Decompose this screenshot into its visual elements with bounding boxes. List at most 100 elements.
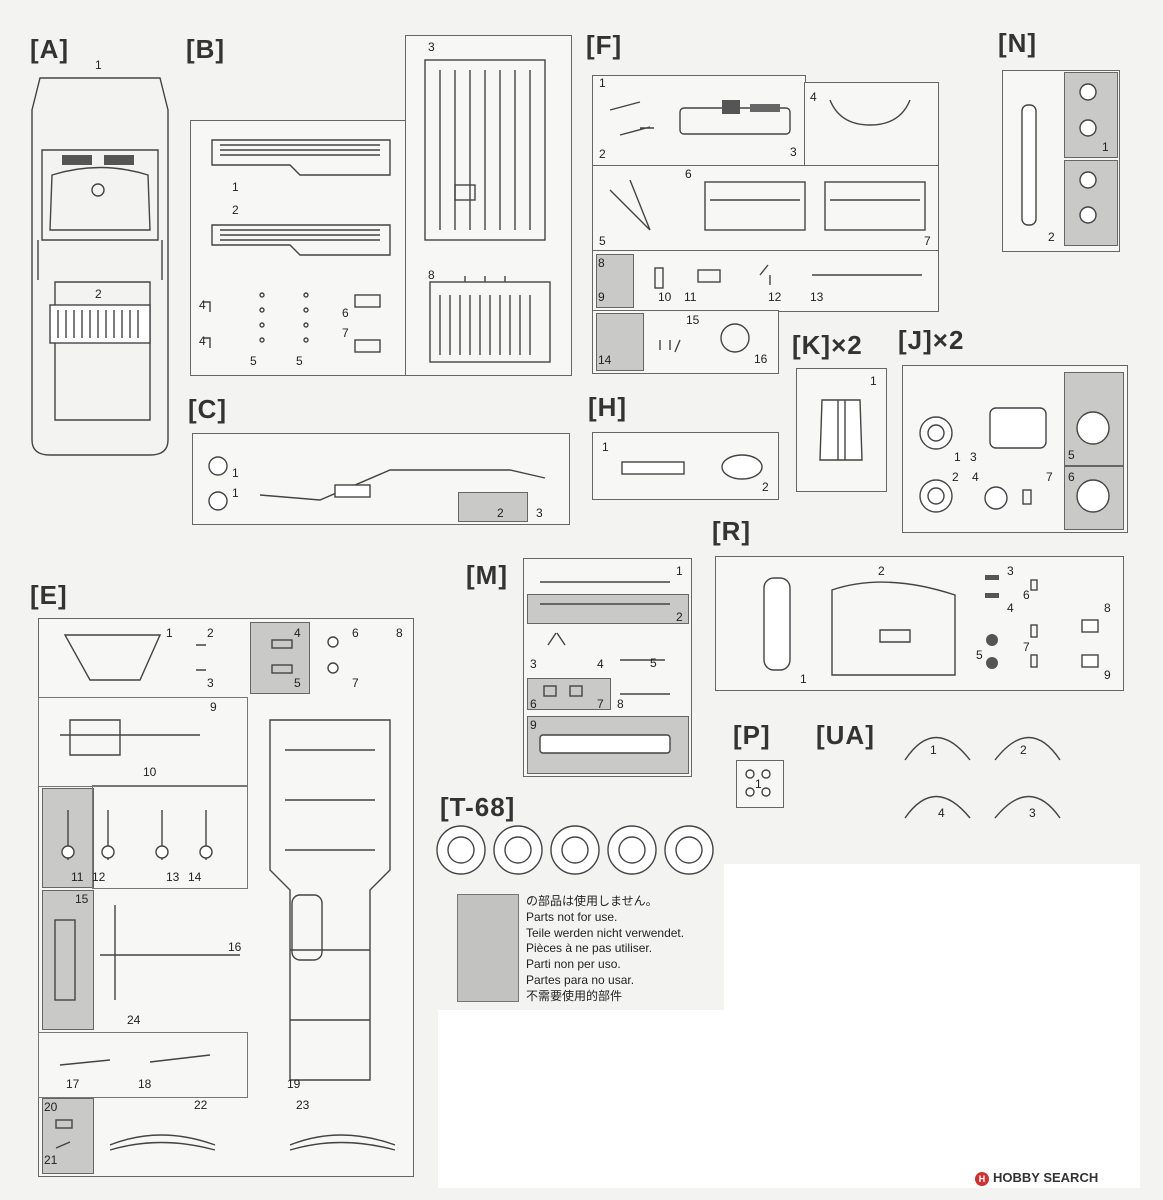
part-e23: 23 [296, 1098, 310, 1112]
part-e20: 20 [44, 1100, 58, 1114]
part-f1: 1 [599, 76, 606, 90]
part-b5a: 5 [250, 354, 257, 368]
part-e15: 15 [75, 892, 89, 906]
legend-line-ja: の部品は使用しません。 [526, 894, 658, 908]
part-r3: 3 [1007, 564, 1014, 578]
part-j5: 5 [1068, 448, 1075, 462]
part-n1: 1 [1102, 140, 1109, 154]
part-m2: 2 [676, 610, 683, 624]
part-e8: 8 [396, 626, 403, 640]
legend-line-es: Partes para no usar. [526, 972, 635, 987]
part-e18: 18 [138, 1077, 152, 1091]
sprue-r-label: [R] [712, 516, 752, 546]
part-m4: 4 [597, 657, 604, 671]
part-r5: 5 [976, 648, 983, 662]
not-used-legend: の部品は使用しません。 Parts not for use. Teile wer… [526, 894, 684, 1005]
part-f8: 8 [598, 256, 605, 270]
part-e10: 10 [143, 765, 157, 779]
part-f10: 10 [658, 290, 672, 304]
part-p1: 1 [755, 777, 762, 791]
part-f15: 15 [686, 313, 700, 327]
part-e17: 17 [66, 1077, 80, 1091]
part-e19: 19 [287, 1077, 301, 1091]
part-f14: 14 [598, 353, 612, 367]
part-c3: 3 [536, 506, 543, 520]
sprue-k-label: [K]×2 [792, 330, 863, 360]
part-e22: 22 [194, 1098, 208, 1112]
watermark-text: HOBBY SEARCH [993, 1170, 1099, 1185]
part-e7: 7 [352, 676, 359, 690]
sprue-h-label: [H] [588, 392, 628, 422]
sprue-e-label: [E] [30, 580, 68, 610]
part-b4b: 4 [199, 334, 206, 348]
sprue-f-label: [F] [586, 30, 623, 60]
part-f4: 4 [810, 90, 817, 104]
part-e21: 21 [44, 1153, 58, 1167]
part-f12: 12 [768, 290, 782, 304]
sprue-c-label: [C] [188, 394, 228, 424]
part-j3: 3 [970, 450, 977, 464]
part-r6: 6 [1023, 588, 1030, 602]
part-f11: 11 [684, 290, 697, 304]
part-e4: 4 [294, 626, 301, 640]
part-b3: 3 [428, 40, 435, 54]
legend-line-fr: Pièces à ne pas utiliser. [526, 941, 653, 956]
not-used-swatch [457, 894, 519, 1002]
sprue-b-label: [B] [186, 34, 226, 64]
blank-area-lower [438, 1010, 1140, 1188]
part-c1a: 1 [232, 466, 239, 480]
part-e16: 16 [228, 940, 242, 954]
part-e11: 11 [71, 870, 84, 884]
part-r1: 1 [800, 672, 807, 686]
part-b6: 6 [342, 306, 349, 320]
part-b2: 2 [232, 203, 239, 217]
sprue-ua-label: [UA] [816, 720, 875, 750]
part-e12: 12 [92, 870, 106, 884]
legend-line-en: Parts not for use. [526, 909, 618, 924]
sprue-t68-label: [T-68] [440, 792, 516, 822]
watermark: H HOBBY SEARCH [975, 1170, 1098, 1186]
sprue-n-label: [N] [998, 28, 1038, 58]
blank-area [724, 864, 1140, 1010]
part-b5b: 5 [296, 354, 303, 368]
part-ua3: 3 [1029, 806, 1036, 820]
sprue-j-label: [J]×2 [898, 325, 965, 355]
part-n2: 2 [1048, 230, 1055, 244]
part-f2: 2 [599, 147, 606, 161]
part-f3: 3 [790, 145, 797, 159]
part-h1: 1 [602, 440, 609, 454]
part-j2: 2 [952, 470, 959, 484]
hobby-search-logo-icon: H [975, 1171, 989, 1186]
part-h2: 2 [762, 480, 769, 494]
sprue-a-label: [A] [30, 34, 70, 64]
legend-line-it: Parti non per uso. [526, 957, 621, 972]
part-m5: 5 [650, 656, 657, 670]
part-j7: 7 [1046, 470, 1053, 484]
part-j6: 6 [1068, 470, 1075, 484]
part-j4: 4 [972, 470, 979, 484]
part-e9: 9 [210, 700, 217, 714]
part-b4a: 4 [199, 298, 206, 312]
part-f16: 16 [754, 352, 768, 366]
part-f7: 7 [924, 234, 931, 248]
part-f9: 9 [598, 290, 605, 304]
part-a2: 2 [95, 287, 102, 301]
part-m9: 9 [530, 718, 537, 732]
part-b8: 8 [428, 268, 435, 282]
part-r9: 9 [1104, 668, 1111, 682]
part-a1: 1 [95, 58, 102, 72]
part-r8: 8 [1104, 601, 1111, 615]
part-e2: 2 [207, 626, 214, 640]
sprue-p-label: [P] [733, 720, 771, 750]
